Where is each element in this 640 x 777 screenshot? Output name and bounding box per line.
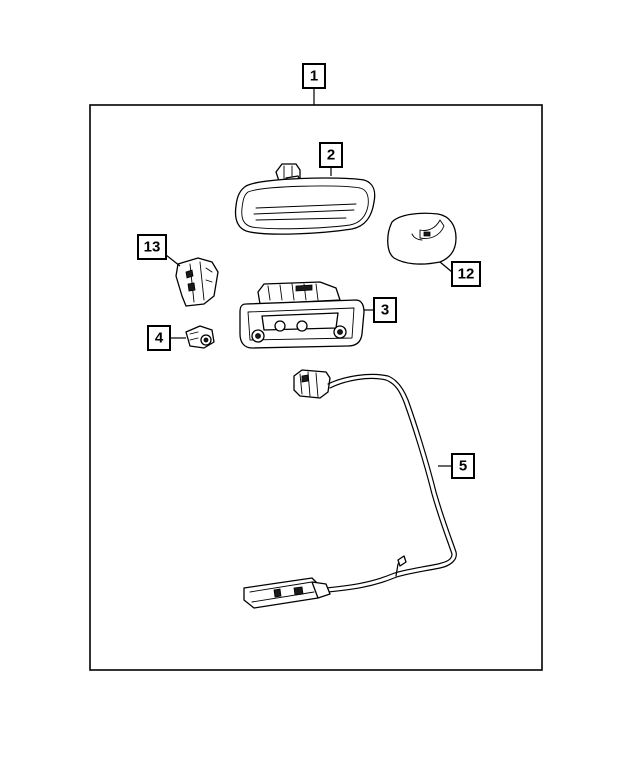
tailgate-handle-camera — [239, 281, 365, 349]
callout-3: 3 — [364, 297, 397, 323]
svg-text:1: 1 — [310, 68, 318, 85]
callout-12: 12 — [439, 261, 481, 287]
callout-4: 4 — [147, 325, 186, 351]
bracket — [175, 257, 219, 307]
callout-1: 1 — [302, 63, 326, 105]
rearview-mirror — [234, 163, 376, 235]
callout-2: 2 — [319, 142, 343, 176]
camera-connector — [185, 325, 215, 349]
svg-text:3: 3 — [381, 302, 389, 319]
svg-text:4: 4 — [155, 330, 164, 347]
callout-5: 5 — [438, 453, 475, 479]
svg-text:13: 13 — [144, 239, 161, 256]
svg-text:12: 12 — [458, 266, 475, 283]
wiring-harness — [243, 369, 457, 609]
kit-frame — [89, 104, 543, 671]
callout-13: 13 — [137, 234, 181, 267]
mirror-cover — [387, 212, 457, 265]
svg-text:2: 2 — [327, 147, 335, 164]
svg-text:5: 5 — [459, 458, 467, 475]
